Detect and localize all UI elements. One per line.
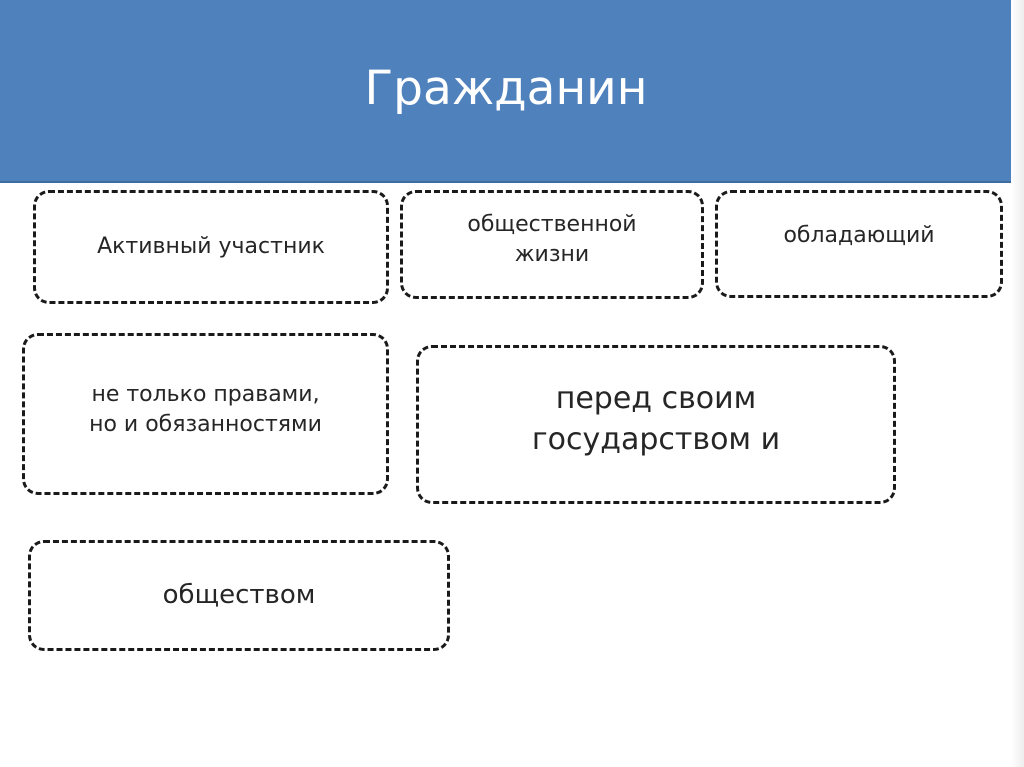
card-possessing: обладающий [715, 190, 1003, 298]
card-text-line: перед своим [555, 381, 757, 416]
slide-title: Гражданин [364, 61, 648, 116]
card-state: перед своим государством и [416, 345, 896, 504]
card-text-line: государством и [531, 421, 781, 457]
card-text-line: Активный участник [97, 234, 325, 260]
slide-edge-shadow [1011, 0, 1024, 767]
title-bar: Гражданин [0, 0, 1012, 183]
card-active-participant: Активный участник [33, 190, 389, 304]
card-text-line: жизни [514, 241, 590, 267]
card-text-line: не только правами, [91, 382, 320, 408]
card-text-line: обществом [162, 579, 316, 610]
card-text-line: обладающий [783, 223, 935, 249]
card-public-life: общественной жизни [400, 190, 704, 299]
card-rights-and-duties: не только правами, но и обязанностями [22, 333, 389, 495]
card-text-line: общественной [467, 211, 637, 237]
card-society: обществом [28, 540, 450, 651]
card-text-line: но и обязанностями [89, 412, 322, 437]
